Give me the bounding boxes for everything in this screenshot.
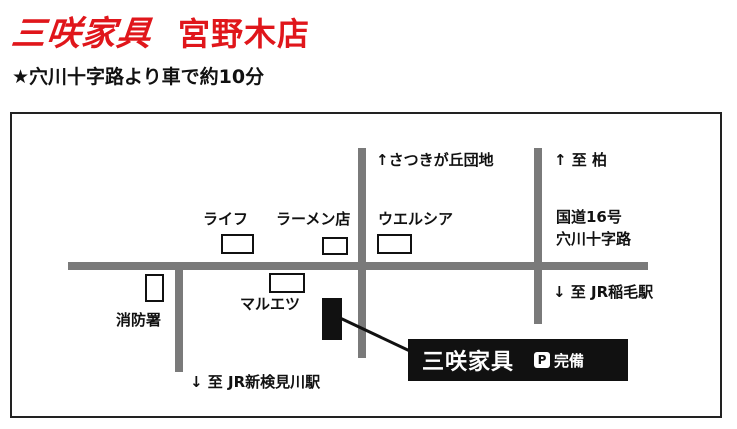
store-block (322, 298, 342, 340)
label-life: ライフ (203, 210, 249, 228)
store-pointer-line (339, 316, 413, 354)
direction-shinkemigawa: ↓ 至 JR新検見川駅 (190, 373, 321, 391)
direction-inage: ↓ 至 JR稲毛駅 (553, 283, 654, 301)
label-welcia: ウエルシア (378, 210, 454, 228)
parking-label: 完備 (554, 351, 585, 370)
intersection-route: 国道16号 (556, 208, 622, 226)
branch-name: 宮野木店 (178, 15, 311, 53)
direction-satsukigaoka: ↑さつきが丘団地 (376, 151, 494, 169)
road-center (358, 148, 366, 358)
access-note: ★穴川十字路より車で約10分 (12, 66, 265, 88)
map-frame (10, 112, 722, 418)
store-callout: 三咲家具 P 完備 (408, 339, 628, 381)
label-ramen: ラーメン店 (276, 210, 351, 228)
label-maruetsu: マルエツ (240, 295, 301, 313)
life-building (221, 234, 254, 254)
store-name: 三咲家具 (422, 350, 515, 375)
fire-station-building (145, 274, 164, 302)
parking-icon: P (534, 352, 551, 368)
direction-kashiwa: ↑ 至 柏 (554, 151, 608, 169)
road-right (534, 148, 542, 324)
label-fire-station: 消防署 (116, 311, 162, 329)
maruetsu-building (269, 273, 305, 293)
header: 三咲家具 宮野木店 (10, 6, 311, 54)
road-left (175, 262, 183, 372)
intersection-name: 穴川十字路 (556, 230, 632, 248)
welcia-building (377, 234, 412, 254)
ramen-building (322, 237, 348, 255)
